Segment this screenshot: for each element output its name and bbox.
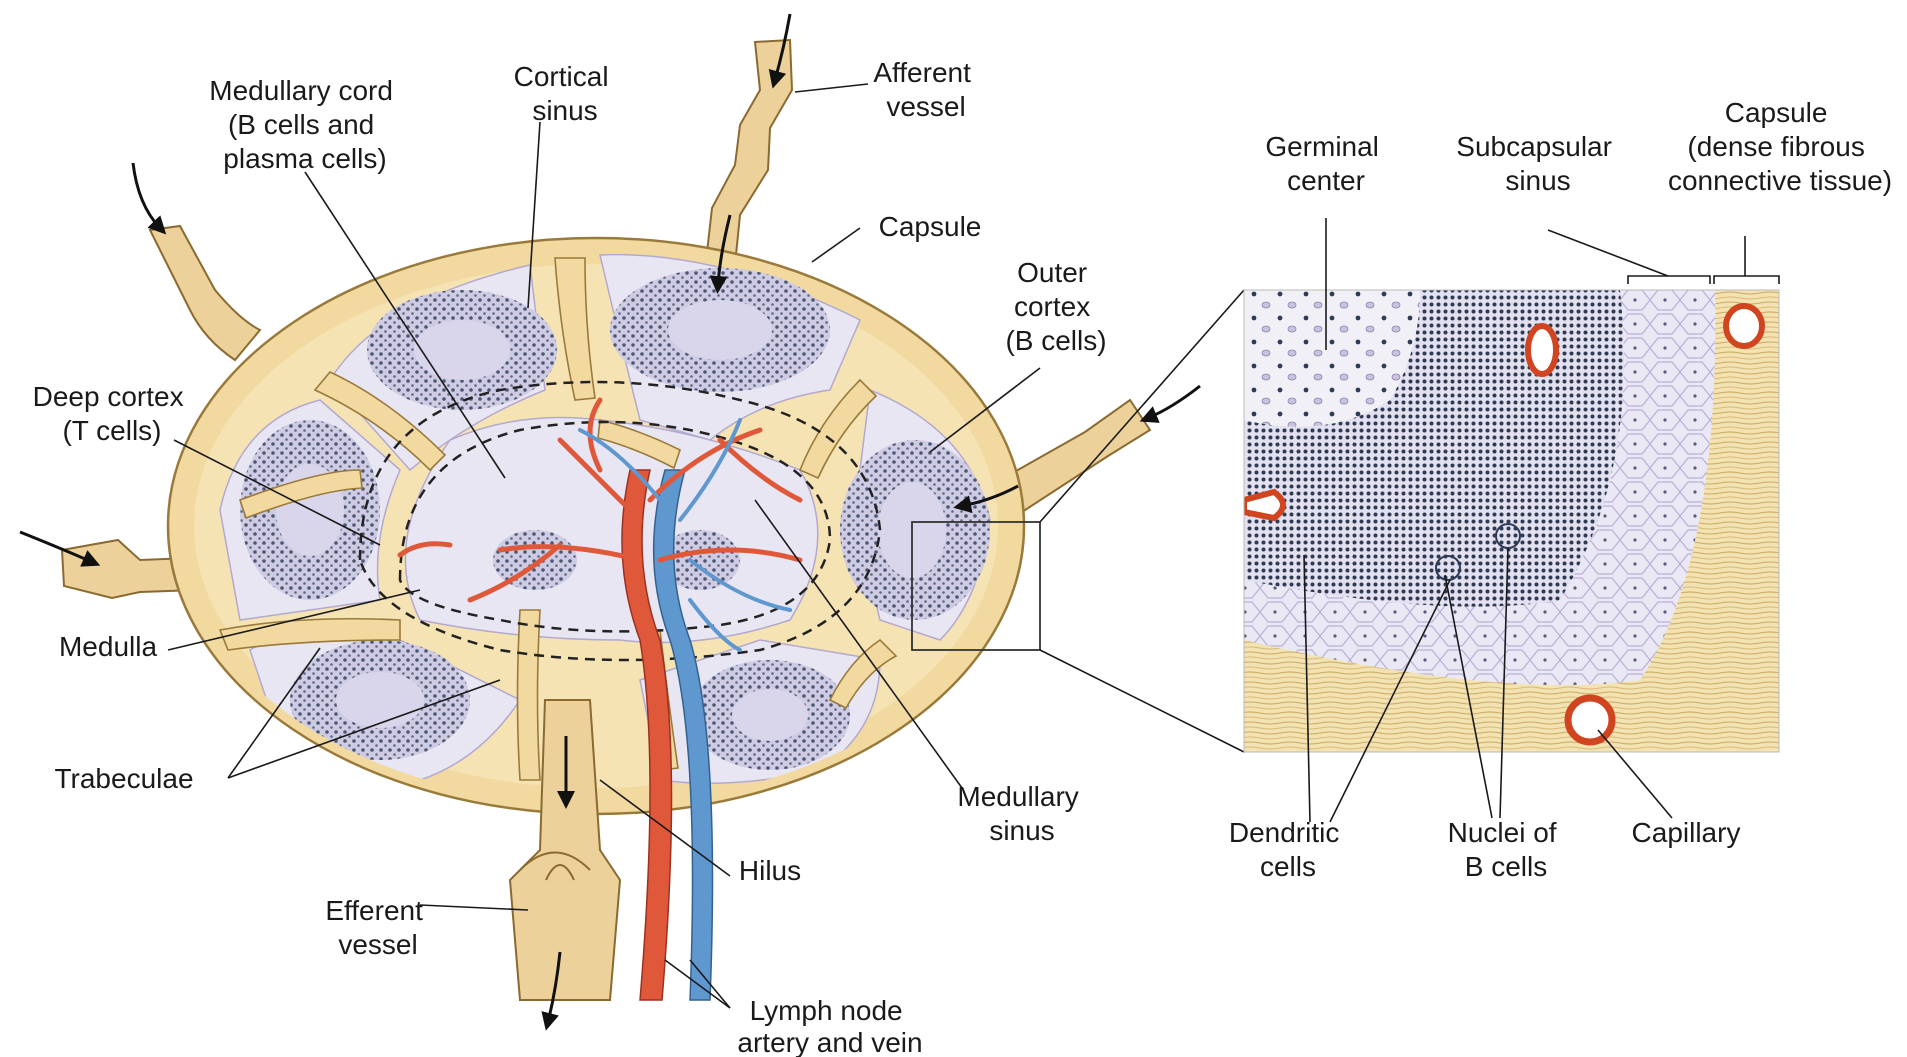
label-afferent-vessel: Afferent vessel — [873, 57, 978, 122]
detail-panel — [1244, 276, 1779, 752]
label-germinal-center: Germinal center — [1265, 131, 1386, 196]
label-detail-capsule: Capsule (dense fibrous connective tissue… — [1668, 97, 1892, 196]
label-cortical-sinus: Cortical sinus — [514, 61, 617, 126]
label-medullary-sinus: Medullary sinus — [957, 781, 1086, 846]
label-outer-cortex: Outer cortex (B cells) — [1005, 257, 1106, 356]
label-deep-cortex: Deep cortex (T cells) — [33, 381, 192, 446]
label-subcapsular-sinus: Subcapsular sinus — [1456, 131, 1619, 196]
lymph-node-section — [20, 14, 1244, 1022]
label-medullary-cord: Medullary cord (B cells and plasma cells… — [209, 75, 400, 174]
label-lymph-node-artery-vein: Lymph node artery and vein — [737, 995, 922, 1057]
label-efferent-vessel: Efferent vessel — [325, 895, 430, 960]
label-capillary: Capillary — [1632, 817, 1741, 848]
label-medulla: Medulla — [59, 631, 157, 662]
label-nuclei-b-cells: Nuclei of B cells — [1448, 817, 1565, 882]
label-dendritic-cells: Dendritic cells — [1229, 817, 1347, 882]
label-trabeculae: Trabeculae — [54, 763, 193, 794]
label-hilus: Hilus — [739, 855, 801, 886]
label-capsule: Capsule — [879, 211, 982, 242]
